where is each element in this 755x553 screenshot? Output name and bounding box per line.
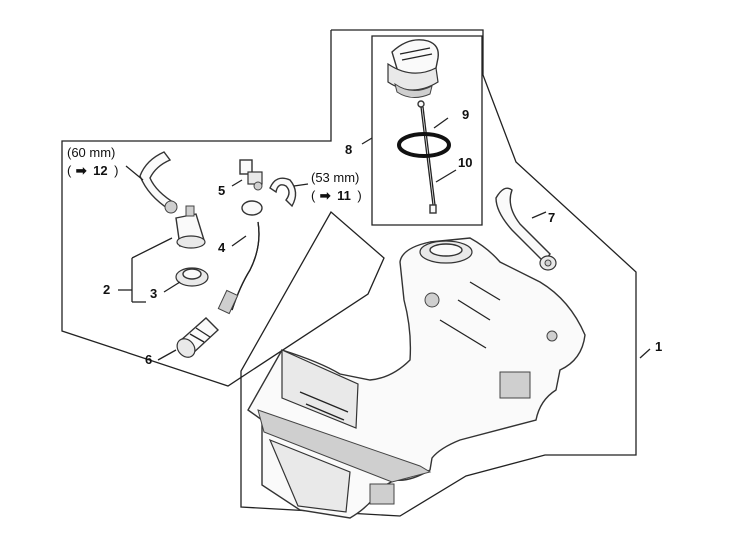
callout-4: 4 — [218, 240, 226, 255]
callout-8: 8 — [345, 142, 352, 157]
return-fitting — [239, 159, 263, 191]
hose-length-note-60mm: (60 mm) — [67, 145, 115, 160]
hose-length-note-53mm: (53 mm) — [311, 170, 359, 185]
return-hose-53mm — [269, 177, 297, 208]
leader-lines — [118, 117, 651, 361]
callout-5: 5 — [218, 183, 225, 198]
right-arrow-icon: ➡ — [320, 188, 331, 203]
fuel-suction-line — [217, 200, 263, 315]
hose-cross-reference-11: ( ➡ 11 ) — [311, 187, 362, 204]
callout-7: 7 — [548, 210, 555, 225]
hose-cross-reference-12: ( ➡ 12 ) — [67, 162, 118, 179]
assembly-boundary-outline — [61, 29, 637, 517]
callout-10: 10 — [458, 155, 472, 170]
filler-cap-inset-frame — [371, 35, 483, 226]
hose-end-fitting — [164, 200, 178, 214]
fuel-filter — [176, 317, 220, 358]
breather-valve — [175, 205, 206, 249]
right-arrow-icon: ➡ — [76, 163, 87, 178]
callout-9: 9 — [462, 107, 469, 122]
callout-1: 1 — [655, 339, 662, 354]
cap-o-ring — [397, 132, 451, 158]
vent-hose — [495, 187, 557, 271]
callout-3: 3 — [150, 286, 157, 301]
callout-2: 2 — [103, 282, 110, 297]
valve-grommet — [175, 267, 209, 287]
callout-6: 6 — [145, 352, 152, 367]
filler-cap — [387, 39, 439, 98]
fuel-tank — [247, 237, 586, 519]
